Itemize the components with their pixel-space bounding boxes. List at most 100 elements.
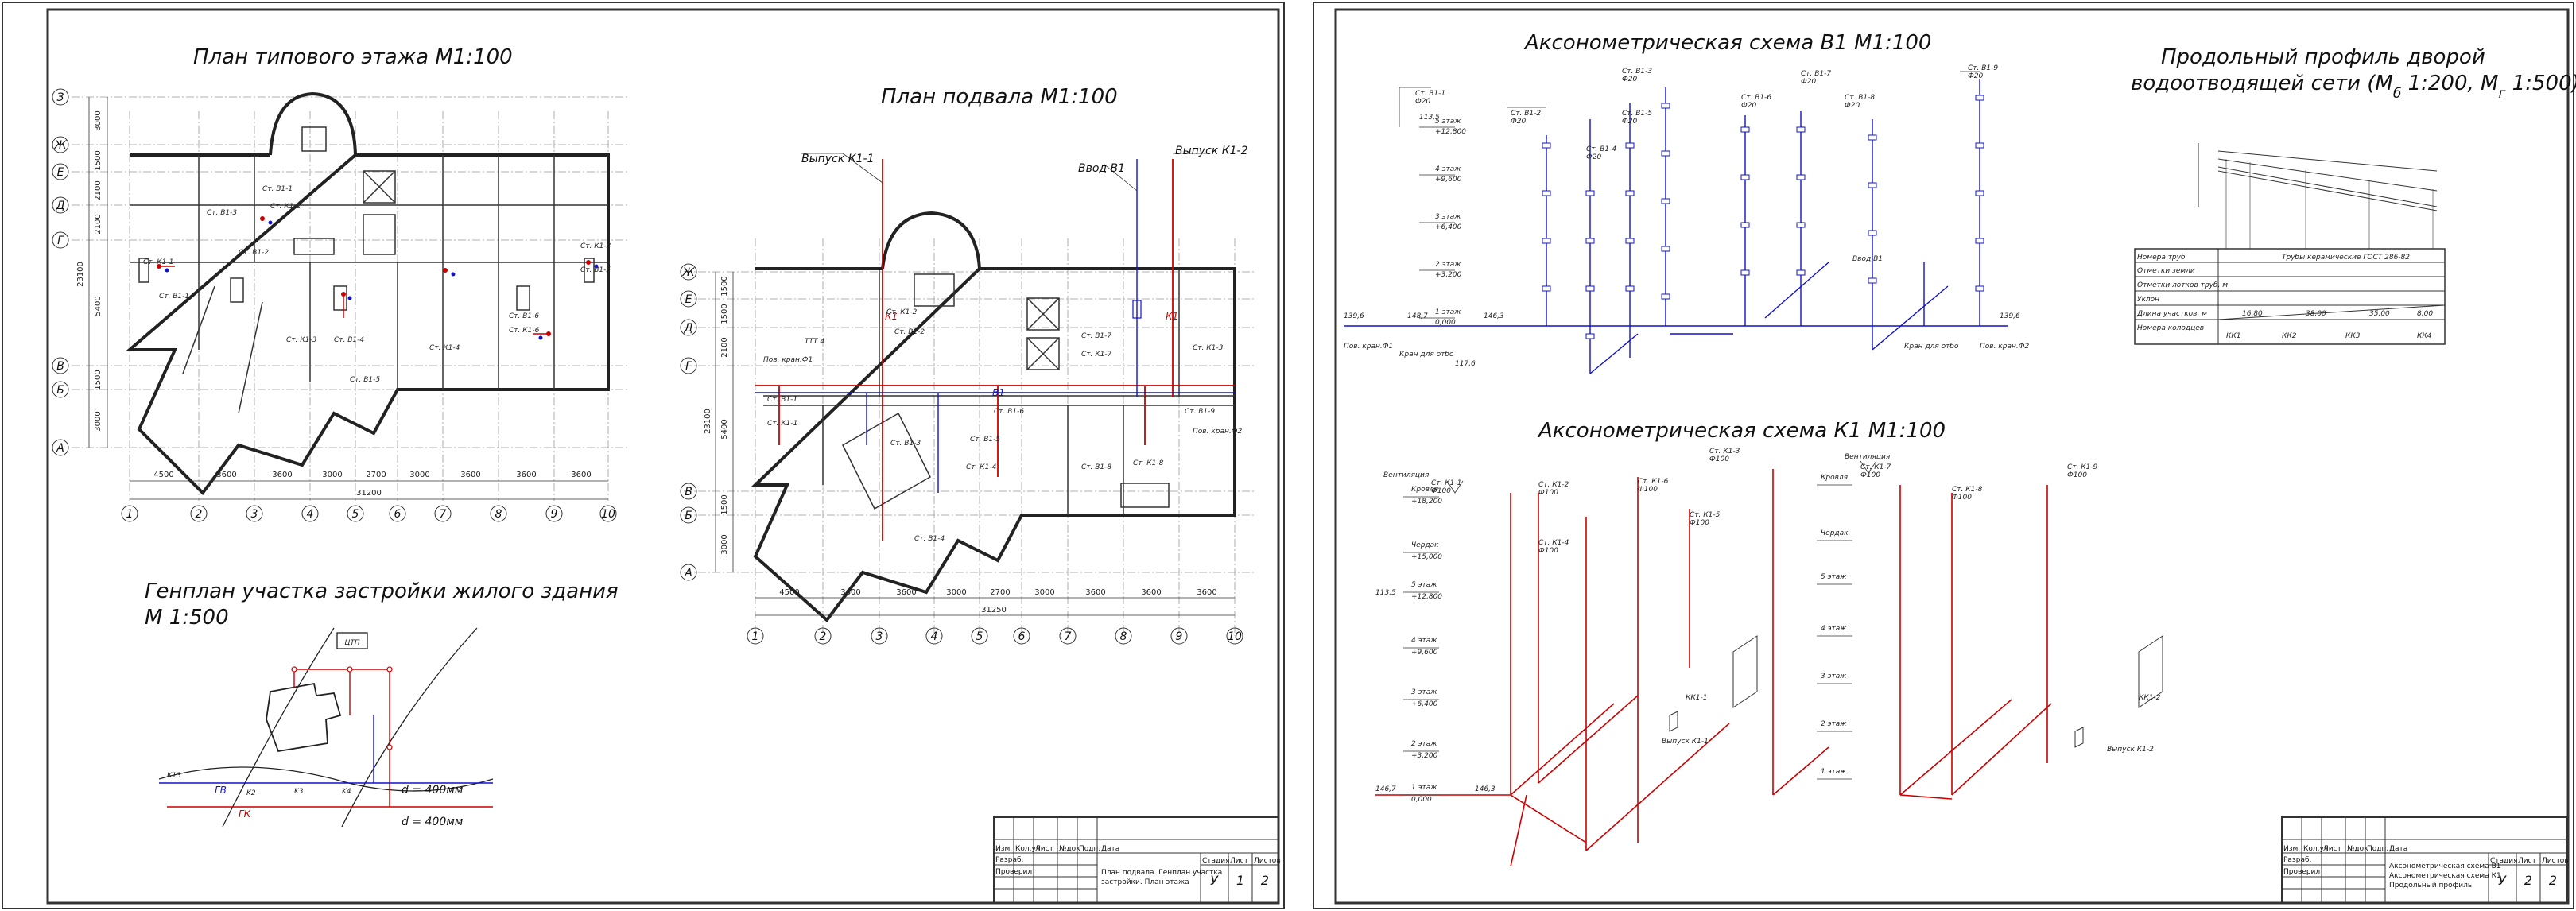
svg-text:Ф20: Ф20 <box>1622 118 1637 126</box>
svg-text:Ст. В1-7: Ст. В1-7 <box>1081 332 1111 340</box>
axis-letter: В <box>685 486 692 498</box>
axis-number: 9 <box>1176 630 1183 643</box>
label-pipe-k1-right: К1 <box>1166 311 1178 322</box>
svg-text:Ф100: Ф100 <box>1690 519 1709 527</box>
dim-left: 3000 <box>94 110 103 130</box>
svg-text:КК4: КК4 <box>2417 332 2432 340</box>
svg-text:Подп.: Подп. <box>2367 845 2388 853</box>
label-vyp-k1-1: Выпуск К1-1 <box>1662 738 1709 746</box>
svg-text:Ст. В1-5: Ст. В1-5 <box>580 266 611 274</box>
floor-label: 3 этаж <box>1435 213 1461 221</box>
profile-row: Длина участков, м <box>2136 310 2207 318</box>
svg-text:Ф100: Ф100 <box>2067 471 2087 479</box>
svg-text:Ф20: Ф20 <box>1622 76 1637 83</box>
svg-text:КК2: КК2 <box>2282 332 2297 340</box>
svg-text:139,6: 139,6 <box>2000 312 2020 320</box>
svg-text:КК3: КК3 <box>2345 332 2361 340</box>
stamp-stage-1: У <box>1210 873 1219 888</box>
dim-left: 2100 <box>94 180 103 200</box>
svg-text:Кран для отбо: Кран для отбо <box>1399 351 1454 359</box>
svg-text:Ст. В1-4: Ст. В1-4 <box>914 535 945 543</box>
svg-text:Ф20: Ф20 <box>1741 102 1756 110</box>
axis-number: 7 <box>440 508 447 521</box>
profile-pipe-note: Трубы керамические ГОСТ 286-82 <box>2282 254 2410 262</box>
svg-text:Лист: Лист <box>1035 845 1053 853</box>
svg-text:Изм.: Изм. <box>2283 845 2300 853</box>
axis-number: 8 <box>1120 630 1127 643</box>
svg-text:3600: 3600 <box>840 588 860 597</box>
svg-text:Пов. кран.Ф1: Пов. кран.Ф1 <box>1344 343 1393 351</box>
stamp-sheets-1: 2 <box>1261 873 1269 888</box>
floor-label-k1: Кровля <box>1821 474 1849 482</box>
svg-text:Дата: Дата <box>2389 845 2407 853</box>
svg-text:Продольный профиль: Продольный профиль <box>2389 882 2472 890</box>
svg-text:Проверил: Проверил <box>995 868 1032 876</box>
label-vvod-b1: Ввод В1 <box>1852 255 1883 263</box>
axis-number: 2 <box>196 508 203 521</box>
svg-text:Ст. К1-9: Ст. К1-9 <box>2067 463 2098 471</box>
svg-text:113,5: 113,5 <box>1419 114 1440 122</box>
svg-text:Ст. В1-3: Ст. В1-3 <box>207 209 237 217</box>
svg-text:Стадия: Стадия <box>2490 857 2518 865</box>
svg-text:Ст. К1-8: Ст. К1-8 <box>1952 486 1983 494</box>
svg-text:16,80: 16,80 <box>2242 310 2263 318</box>
axis-number: 4 <box>931 630 938 643</box>
axis-letter: Г <box>57 235 64 247</box>
sheet-1-outer-frame <box>2 2 1285 909</box>
dim-left: 1500 <box>94 150 103 170</box>
dim-total-basement: 31250 <box>981 606 1007 614</box>
svg-text:146,3: 146,3 <box>1484 312 1504 320</box>
svg-text:4500: 4500 <box>779 588 799 597</box>
axis-number: 1 <box>752 630 759 643</box>
svg-text:Листов: Листов <box>1254 857 1281 865</box>
dim-bottom: 3600 <box>571 471 591 479</box>
svg-text:0,000: 0,000 <box>1411 796 1432 804</box>
svg-text:Ст. К1-3: Ст. К1-3 <box>580 242 611 250</box>
dim-left-total-basement: 23100 <box>704 409 712 434</box>
svg-text:3600: 3600 <box>896 588 916 597</box>
title-basement-plan: План подвала М1:100 <box>881 85 1118 109</box>
svg-text:Ст. К1-1: Ст. К1-1 <box>143 258 173 266</box>
svg-text:Ст. В1-3: Ст. В1-3 <box>1622 68 1652 76</box>
svg-text:146,3: 146,3 <box>1475 785 1496 793</box>
svg-text:3000: 3000 <box>946 588 966 597</box>
svg-text:Ст. В1-4: Ст. В1-4 <box>1586 145 1616 153</box>
svg-text:Аксонометрическая схема В1: Аксонометрическая схема В1 <box>2389 863 2500 870</box>
svg-text:+6,400: +6,400 <box>1435 223 1462 231</box>
floor-label-k1: 4 этаж <box>1411 637 1437 645</box>
svg-text:Ф100: Ф100 <box>1538 489 1558 497</box>
axis-number: 2 <box>820 630 827 643</box>
svg-text:5400: 5400 <box>720 419 729 439</box>
svg-text:Ст. К1-3: Ст. К1-3 <box>286 336 317 344</box>
axis-number: 10 <box>1228 630 1242 643</box>
axis-letter: Д <box>684 322 693 335</box>
svg-text:117,6: 117,6 <box>1455 360 1476 368</box>
dim-bottom: 3000 <box>322 471 342 479</box>
title-profile-2: водоотводящей сети (Мб 1:200, Мг 1:500) <box>2131 72 2576 102</box>
label-gv: ГВ <box>215 785 227 796</box>
svg-text:Ст. К1-6: Ст. К1-6 <box>509 327 540 335</box>
svg-text:Ф100: Ф100 <box>1638 486 1658 494</box>
label-k13: К13 <box>167 772 181 780</box>
dim-bottom: 3600 <box>216 471 236 479</box>
svg-text:1500: 1500 <box>720 494 729 514</box>
dim-left: 3000 <box>94 411 103 431</box>
stamp-sheet-2: 2 <box>2524 873 2532 888</box>
svg-text:K3: K3 <box>294 788 304 796</box>
svg-text:Разраб.: Разраб. <box>995 856 1023 864</box>
label-kk1-1: КК1-1 <box>1686 694 1707 702</box>
profile: Номера труб Отметки земли Отметки лотков… <box>2134 143 2446 345</box>
svg-text:Лист: Лист <box>2518 857 2536 865</box>
svg-text:139,6: 139,6 <box>1344 312 1364 320</box>
svg-text:Пов. кран.Ф2: Пов. кран.Ф2 <box>1980 343 2029 351</box>
svg-text:148,7: 148,7 <box>1407 312 1428 320</box>
svg-text:Ст. В1-2: Ст. В1-2 <box>239 249 269 257</box>
axis-letter: Д <box>56 200 65 212</box>
svg-text:Ст. К1-4: Ст. К1-4 <box>429 344 460 352</box>
floor-label-k1: 3 этаж <box>1411 688 1437 696</box>
svg-text:застройки. План этажа: застройки. План этажа <box>1101 878 1189 886</box>
dim-bottom: 3000 <box>409 471 429 479</box>
profile-row: Уклон <box>2137 296 2159 304</box>
title-block-1 <box>993 816 1279 904</box>
svg-text:Ст. К1-1: Ст. К1-1 <box>767 420 797 428</box>
